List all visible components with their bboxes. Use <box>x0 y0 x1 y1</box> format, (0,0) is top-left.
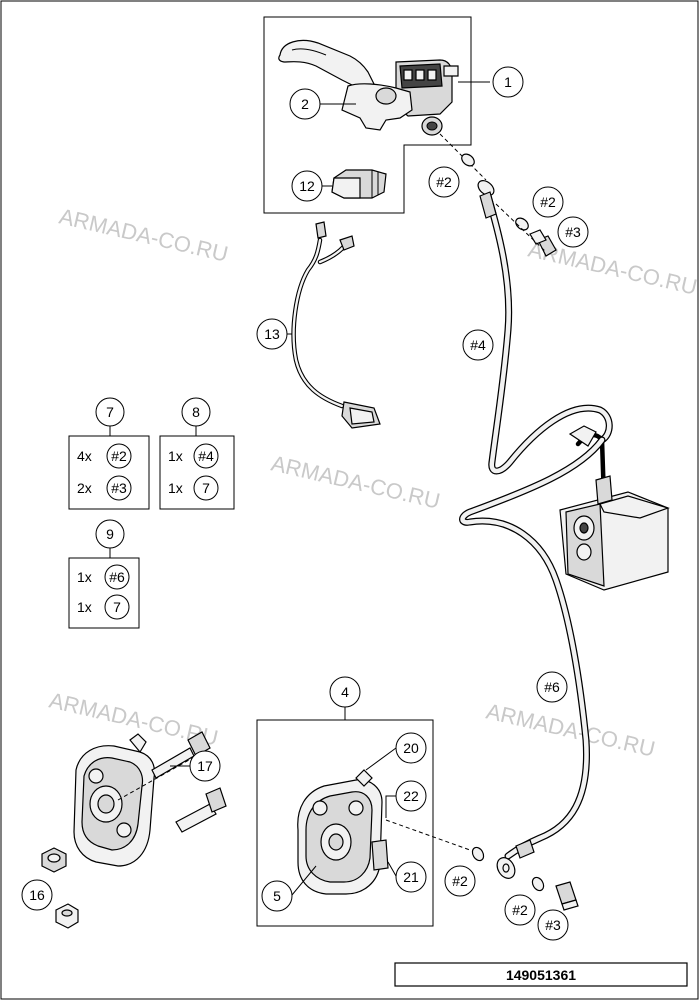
callout-2: 2 <box>289 88 356 120</box>
kit-8-row-1-qty: 1x <box>168 448 183 464</box>
washer-bottom-right <box>531 876 545 892</box>
callout-2-label: 2 <box>301 96 309 112</box>
watermark-5: ARMADA-CO.RU <box>484 699 658 762</box>
master-cylinder-group-box <box>263 16 472 214</box>
watermark-1: ARMADA-CO.RU <box>57 204 231 267</box>
callout-4-label: 4 <box>341 684 349 700</box>
kit-8-row-2-qty: 1x <box>168 480 183 496</box>
kit-7-row-2-qty: 2x <box>77 480 92 496</box>
kit-8-row-2-ref: 7 <box>202 480 210 496</box>
callout-13: 13 <box>256 318 292 350</box>
callout-ref-3a: #3 <box>557 216 589 248</box>
banjo-bolt-top <box>529 229 557 257</box>
caliper-group-box <box>256 719 434 927</box>
watermark-3: ARMADA-CO.RU <box>269 451 443 514</box>
kit-7-row-1-qty: 4x <box>77 448 92 464</box>
kit-7: 7 4x #2 2x #3 <box>68 397 150 510</box>
callout-21: 21 <box>387 861 427 893</box>
kit-9-row-2-ref: 7 <box>113 599 121 615</box>
callout-ref-2c: #2 <box>444 865 476 897</box>
callout-20-label: 20 <box>403 740 419 756</box>
kit-8-label: 8 <box>192 404 200 420</box>
callout-ref-2a: #2 <box>428 166 460 198</box>
callout-16-label: 16 <box>29 887 45 903</box>
kit-7-row-2-ref: #3 <box>111 480 127 496</box>
kit-8: 8 1x #4 1x 7 <box>159 397 235 510</box>
washer-top <box>461 153 475 167</box>
caliper-right-axis-dashed <box>385 819 471 851</box>
kit-7-label: 7 <box>106 404 114 420</box>
hose-banjo-bottom <box>496 839 535 879</box>
callout-13-label: 13 <box>264 326 280 342</box>
callout-ref-3b-label: #3 <box>545 917 561 933</box>
callout-ref-2d-label: #2 <box>512 902 528 918</box>
washer-bottom-left <box>471 846 485 862</box>
kit-9-row-1-qty: 1x <box>77 569 92 585</box>
banjo-bolt-bottom <box>555 881 579 911</box>
callout-4: 4 <box>329 676 361 720</box>
callout-ref-2a-label: #2 <box>436 174 452 190</box>
hose-top-axis-dashed <box>495 203 547 253</box>
callout-ref-2b: #2 <box>532 186 564 218</box>
kit-9: 9 1x #6 1x 7 <box>68 519 140 629</box>
callout-20: 20 <box>365 732 427 771</box>
abs-modulator <box>559 425 670 591</box>
nut-2 <box>55 903 79 929</box>
callout-17: 17 <box>170 750 221 782</box>
brake-light-switch <box>331 169 387 199</box>
callout-ref-3b: #3 <box>537 909 569 941</box>
callout-1: 1 <box>458 66 524 98</box>
callout-22-label: 22 <box>403 788 419 804</box>
caliper-bolt-lower <box>175 787 227 833</box>
drawing-number: 149051361 <box>506 967 576 983</box>
callout-ref-4: #4 <box>462 329 494 361</box>
caliper-right <box>297 769 389 895</box>
callout-12-label: 12 <box>299 178 315 194</box>
drawing-number-box: 149051361 <box>394 962 688 987</box>
callout-16: 16 <box>21 879 53 911</box>
sensor-cable <box>291 221 381 429</box>
callout-ref-6-label: #6 <box>544 679 560 695</box>
washer-right-top <box>515 217 529 231</box>
master-cylinder <box>341 59 459 136</box>
callout-5: 5 <box>261 865 317 912</box>
kit-7-row-1-ref: #2 <box>111 448 127 464</box>
caliper-bolt-upper <box>151 731 211 779</box>
callout-ref-3a-label: #3 <box>565 224 581 240</box>
kit-9-label: 9 <box>106 526 114 542</box>
caliper-left <box>73 733 156 867</box>
kit-9-row-1-ref: #6 <box>109 569 125 585</box>
kit-8-row-1-ref: #4 <box>198 448 214 464</box>
callout-1-label: 1 <box>504 74 512 90</box>
callout-ref-2c-label: #2 <box>452 873 468 889</box>
callout-ref-6: #6 <box>536 671 568 703</box>
callout-ref-2d: #2 <box>504 894 536 926</box>
callout-ref-4-label: #4 <box>470 337 486 353</box>
nut-1 <box>41 847 67 873</box>
mc-axis-dashed <box>439 133 487 181</box>
callout-5-label: 5 <box>273 888 281 904</box>
callout-12: 12 <box>291 170 332 202</box>
callout-17-label: 17 <box>197 758 213 774</box>
hose-banjo-top <box>477 180 497 219</box>
callout-ref-2b-label: #2 <box>540 194 556 210</box>
brake-lever <box>278 39 375 91</box>
callout-22: 22 <box>385 780 427 818</box>
kit-9-row-2-qty: 1x <box>77 599 92 615</box>
callout-21-label: 21 <box>403 869 419 885</box>
